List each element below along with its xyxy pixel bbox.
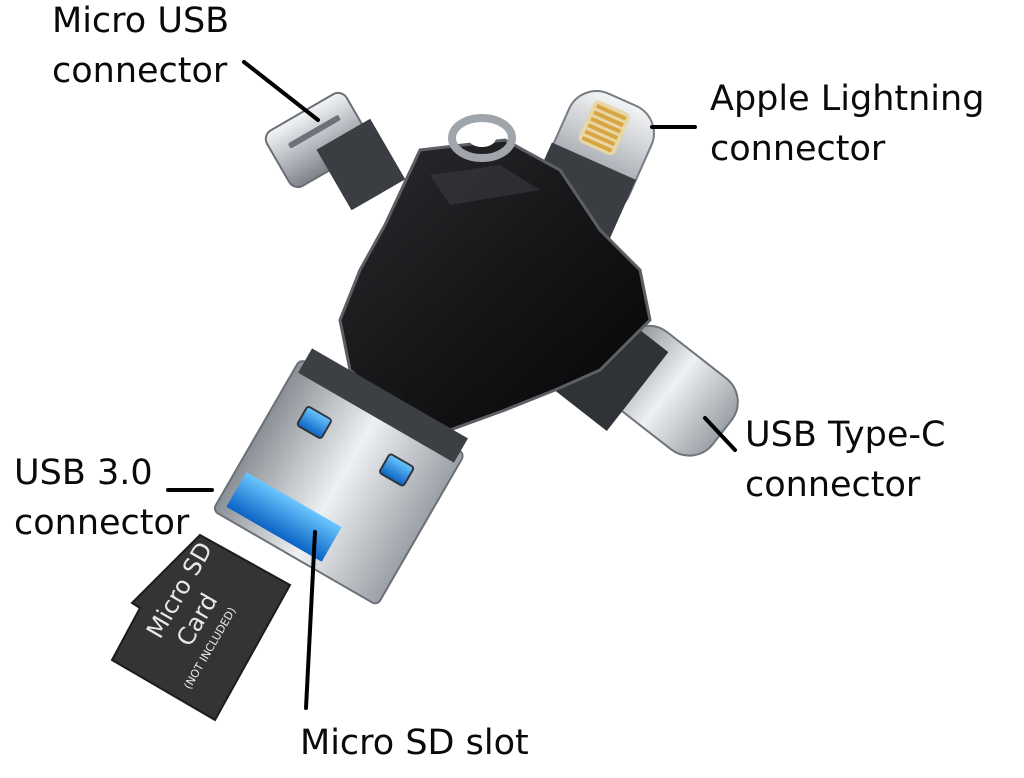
usb-c-plug bbox=[551, 309, 739, 457]
label-lightning-line2: connector bbox=[710, 129, 886, 169]
label-usb-c-line2: connector bbox=[745, 465, 921, 505]
label-usb-c-line1: USB Type-C bbox=[745, 415, 946, 455]
label-usb3-line1: USB 3.0 bbox=[14, 453, 153, 493]
micro-sd-card: Micro SD Card (NOT INCLUDED) bbox=[110, 533, 292, 722]
label-micro-usb-line2: connector bbox=[52, 51, 228, 91]
leader-lines bbox=[166, 60, 737, 710]
leader-usb-c bbox=[703, 416, 737, 452]
label-micro-usb-line1: Micro USB bbox=[52, 1, 230, 41]
leader-micro-usb bbox=[242, 60, 320, 122]
label-usb3: USB 3.0 connector bbox=[14, 448, 189, 548]
label-lightning-line1: Apple Lightning bbox=[710, 79, 985, 119]
label-usb3-line2: connector bbox=[14, 503, 190, 543]
label-lightning: Apple Lightning connector bbox=[710, 74, 984, 174]
label-sd-slot: Micro SD slot bbox=[300, 718, 529, 768]
adapter-body bbox=[338, 114, 652, 432]
leader-sd-slot bbox=[304, 530, 317, 710]
micro-usb-plug bbox=[264, 91, 406, 211]
label-usb-c: USB Type-C connector bbox=[745, 410, 945, 510]
label-micro-usb: Micro USB connector bbox=[52, 0, 229, 96]
label-sd-slot-line1: Micro SD slot bbox=[300, 723, 529, 763]
